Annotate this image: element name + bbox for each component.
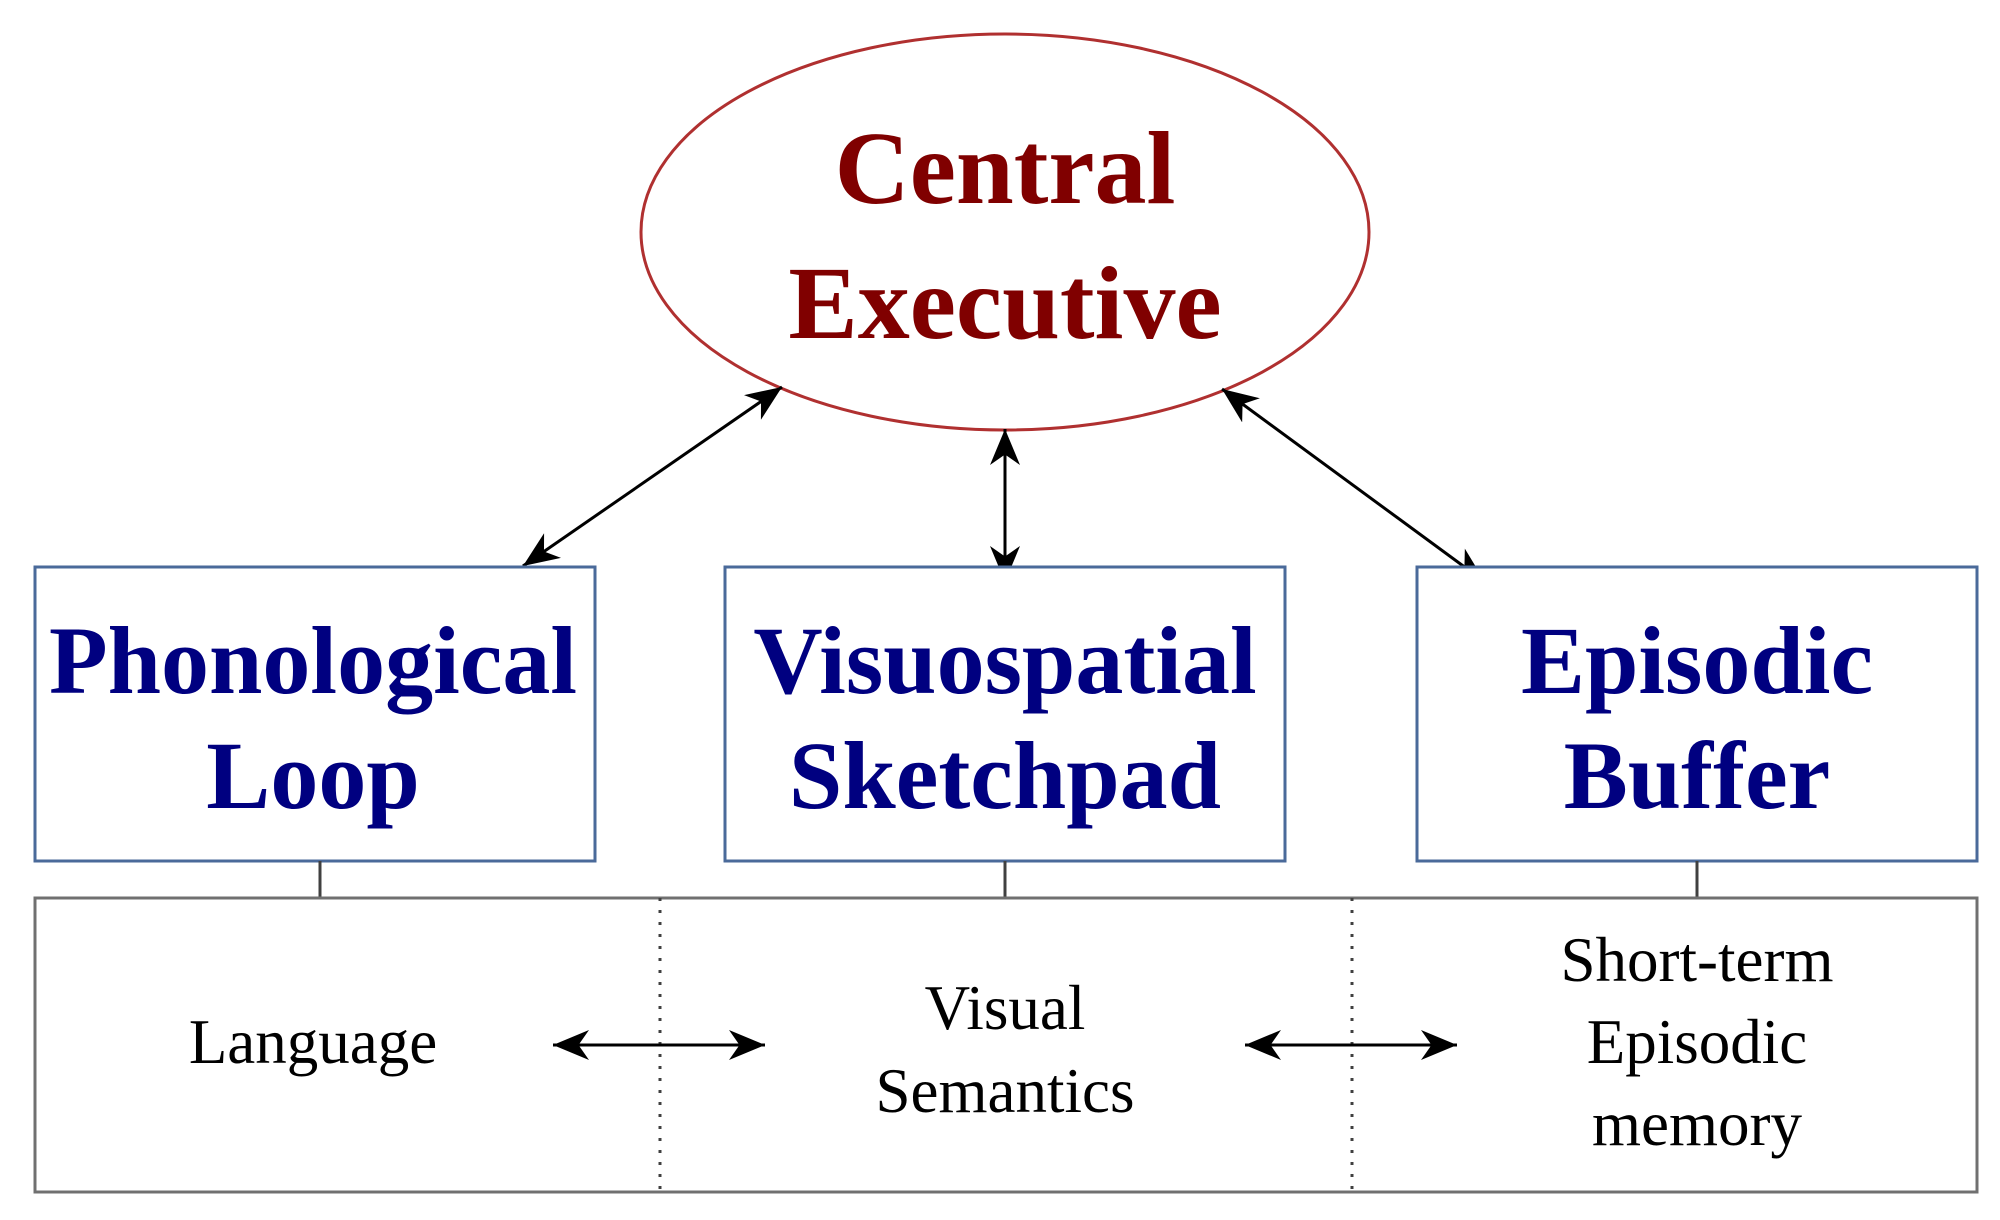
- central-executive-node: Central Executive: [639, 32, 1371, 432]
- episodic-memory-label-line1: Short-term: [1561, 925, 1834, 995]
- visuospatial-sketchpad-node: Visuospatial Sketchpad: [723, 565, 1287, 863]
- central-executive-ellipse: [639, 32, 1371, 432]
- episodic-buffer-label-line1: Episodic: [1521, 607, 1873, 714]
- arrow-ce-phonological: [522, 385, 783, 568]
- language-label: Language: [189, 1007, 437, 1077]
- phonological-loop-label-line2: Loop: [206, 722, 419, 829]
- visual-semantics-label-line1: Visual: [925, 973, 1086, 1043]
- long-term-memory-box: [33, 896, 1979, 1194]
- visual-semantics-label-line2: Semantics: [876, 1056, 1135, 1126]
- central-executive-label-line1: Central: [835, 111, 1176, 226]
- phonological-loop-label-line1: Phonological: [49, 607, 577, 714]
- arrow-ce-episodic: [1221, 387, 1486, 584]
- episodic-memory-label-line2: Episodic: [1587, 1007, 1807, 1077]
- episodic-buffer-node: Episodic Buffer: [1415, 565, 1979, 863]
- episodic-memory-label-line3: memory: [1592, 1089, 1802, 1159]
- long-term-memory-panel: Language Visual Semantics Short-term Epi…: [33, 896, 1979, 1194]
- visuospatial-sketchpad-label-line1: Visuospatial: [753, 607, 1256, 714]
- phonological-loop-box: [33, 565, 597, 863]
- phonological-loop-node: Phonological Loop: [33, 565, 597, 863]
- visuospatial-sketchpad-box: [723, 565, 1287, 863]
- episodic-buffer-label-line2: Buffer: [1564, 722, 1831, 829]
- central-executive-label-line2: Executive: [788, 246, 1221, 361]
- visuospatial-sketchpad-label-line2: Sketchpad: [789, 722, 1221, 829]
